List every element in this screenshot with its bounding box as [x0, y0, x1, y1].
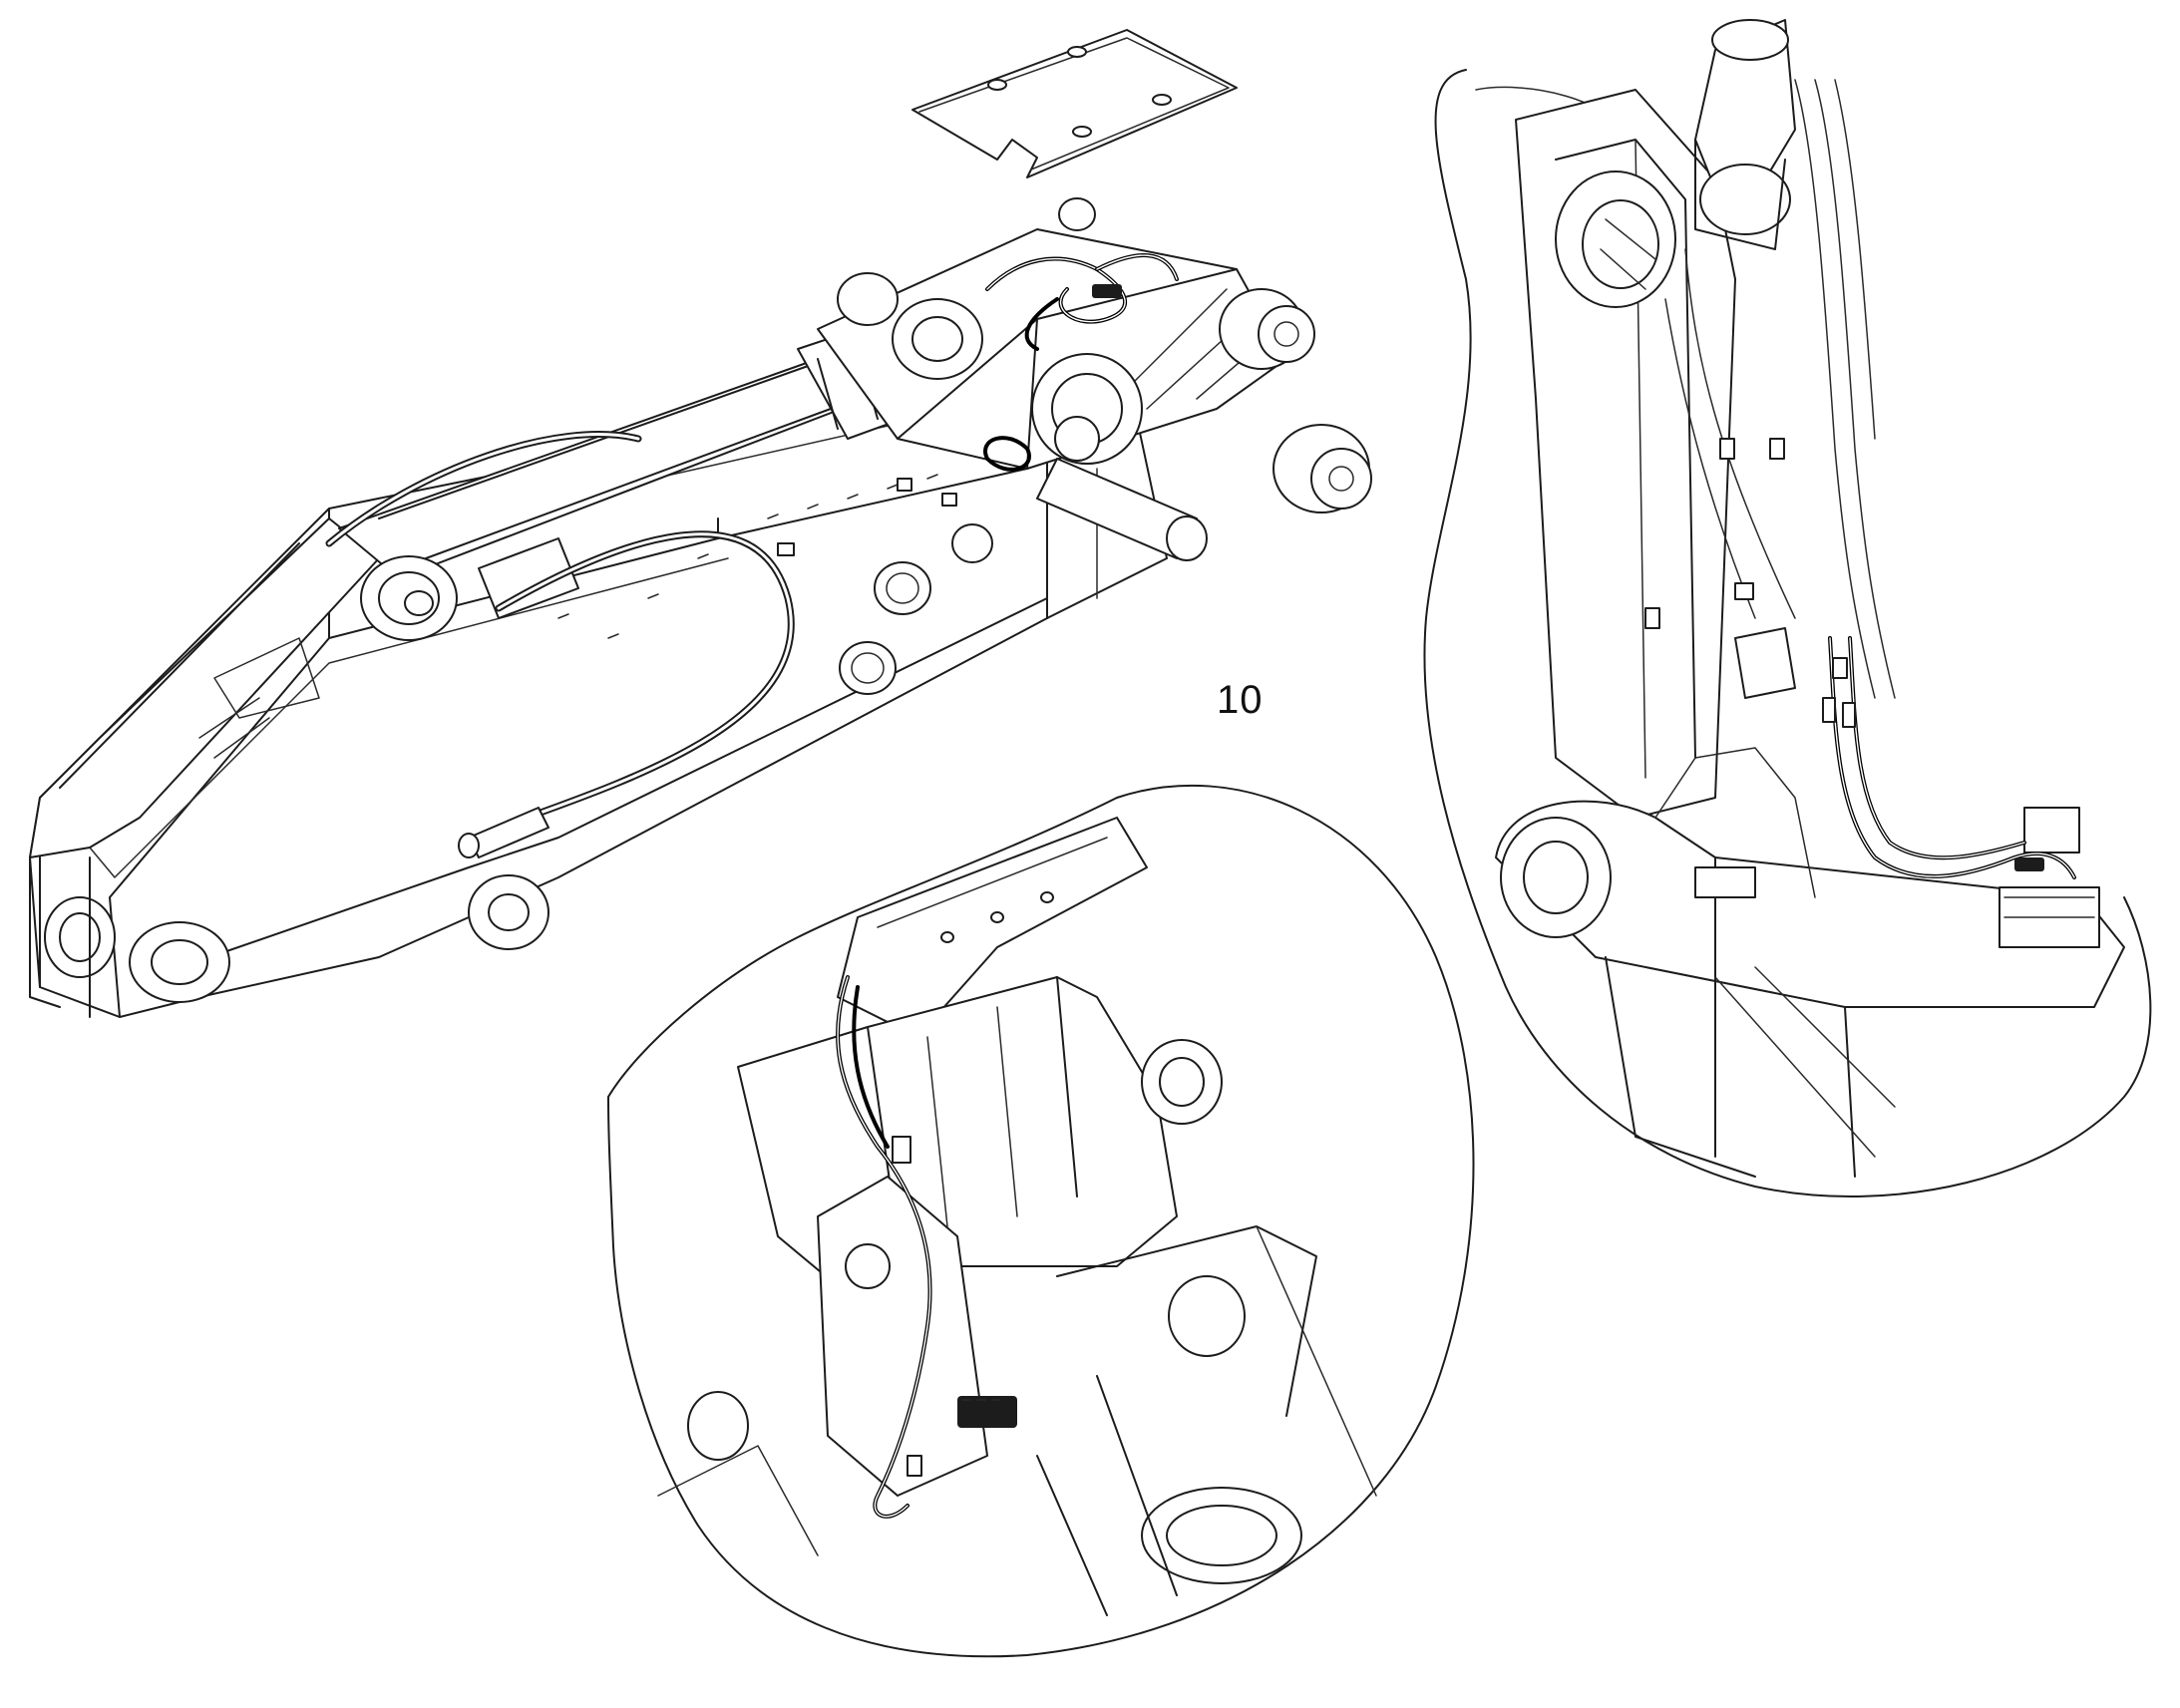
boom-assembly-view — [29, 29, 1372, 1018]
boom-body — [29, 368, 1168, 1018]
hydraulic-hose — [325, 431, 795, 858]
cover-plate — [911, 29, 1238, 178]
head-wiring-harness — [983, 253, 1179, 472]
base-detail-view — [1423, 19, 2152, 1197]
arm-detail-view — [607, 784, 1475, 1658]
callout-label: 10 — [1217, 678, 1264, 722]
boom-head — [817, 197, 1372, 561]
